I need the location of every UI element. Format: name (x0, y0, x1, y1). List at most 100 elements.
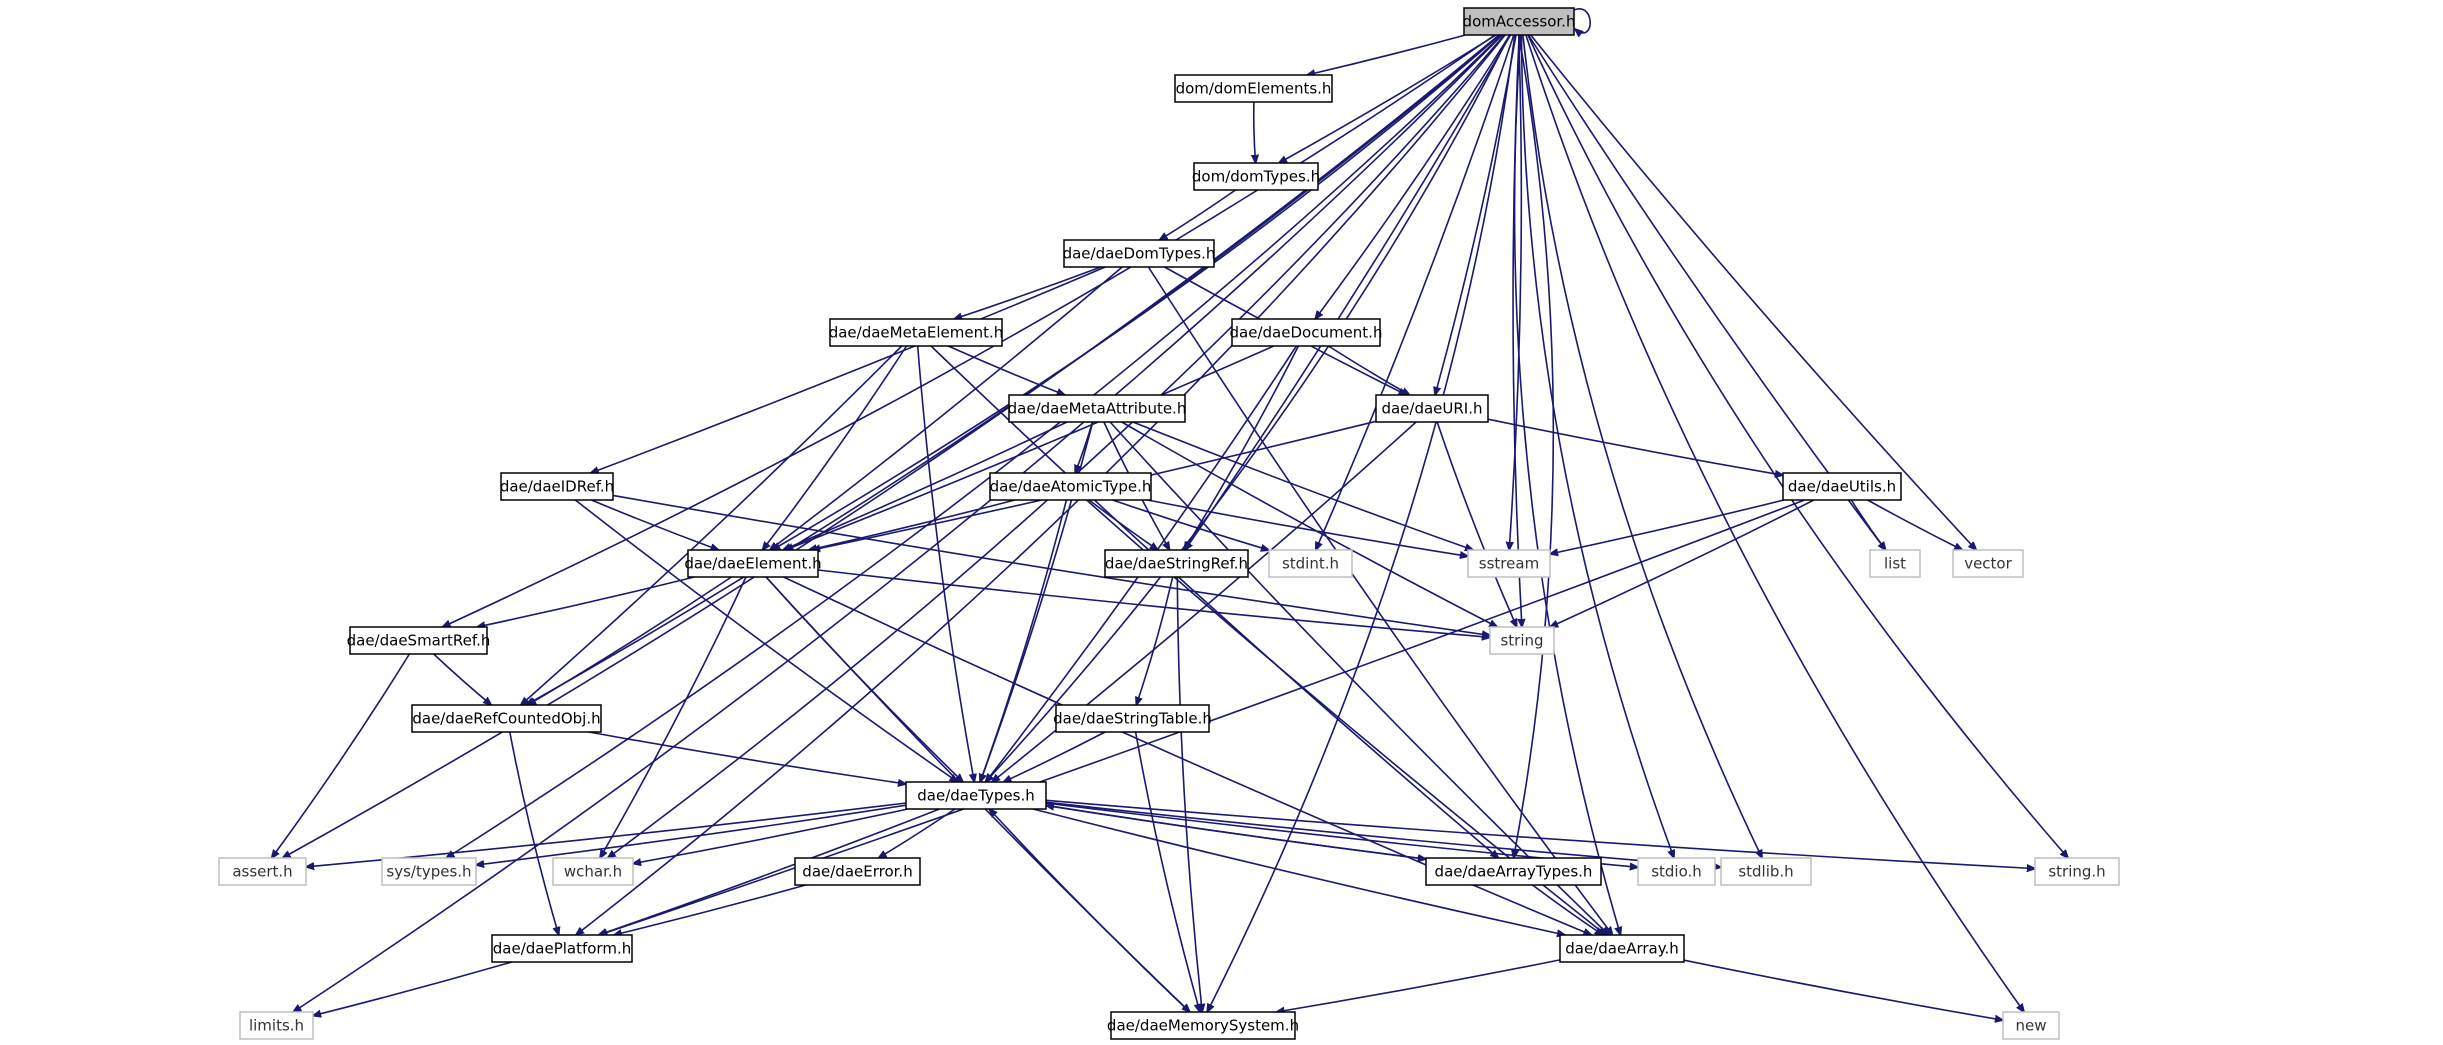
edge-line (1550, 499, 1815, 627)
node-label: assert.h (232, 863, 292, 881)
node-stdint[interactable]: stdint.h (1268, 549, 1353, 578)
node-daeDocument[interactable]: dae/daeDocument.h (1230, 318, 1383, 347)
edge-line (1522, 34, 1762, 858)
edge-daeDomTypes-to-daeElement (770, 266, 1123, 550)
edge-line (1147, 499, 1468, 556)
node-label: list (1884, 555, 1906, 573)
edge-domAccessor-to-daeTypes (986, 34, 1511, 782)
node-box (829, 318, 1003, 347)
edge-daeDomTypes-to-daeIDRef (591, 266, 1106, 473)
node-daeMetaElement[interactable]: dae/daeMetaElement.h (829, 318, 1004, 347)
node-domAccessor[interactable]: domAccessor.h (1463, 7, 1576, 36)
edge-daeDomTypes-to-daeMetaElement (954, 266, 1102, 319)
node-daeElement[interactable]: dae/daeElement.h (684, 549, 822, 578)
edge-line (916, 345, 975, 782)
edge-line (1184, 345, 1300, 550)
node-daeArrayTypes[interactable]: dae/daeArrayTypes.h (1425, 857, 1602, 886)
edge-line (954, 266, 1102, 319)
node-daePlatform[interactable]: dae/daePlatform.h (491, 934, 633, 963)
node-string[interactable]: string (1489, 626, 1555, 655)
edge-line (1315, 34, 1511, 319)
node-daeMemorySystem[interactable]: dae/daeMemorySystem.h (1107, 1011, 1299, 1040)
node-box (1104, 549, 1249, 578)
node-daeUtils[interactable]: dae/daeUtils.h (1782, 472, 1902, 501)
node-daeMetaAttribute[interactable]: dae/daeMetaAttribute.h (1008, 394, 1187, 423)
node-daeStringTable[interactable]: dae/daeStringTable.h (1053, 704, 1212, 733)
edge-line (1487, 418, 1783, 475)
edge-line (313, 961, 513, 1016)
edge-line (1550, 499, 1784, 554)
node-domElements[interactable]: dom/domElements.h (1174, 74, 1333, 103)
node-vector[interactable]: vector (1952, 549, 2024, 578)
edge-line (1277, 959, 1561, 1012)
edge-domElements-to-domTypes (1254, 101, 1256, 163)
node-daeIDRef[interactable]: dae/daeIDRef.h (500, 472, 614, 501)
node-label: string (1500, 632, 1543, 650)
edge-domAccessor-to-limits (293, 34, 1503, 1012)
node-box (1063, 239, 1215, 268)
node-list[interactable]: list (1869, 549, 1921, 578)
node-daeStringRef[interactable]: dae/daeStringRef.h (1104, 549, 1249, 578)
node-daeTypes[interactable]: dae/daeTypes.h (905, 781, 1047, 810)
edge-daeTypes-to-stdlib (1045, 801, 1721, 867)
node-box (905, 781, 1047, 810)
node-sstream[interactable]: sstream (1467, 549, 1551, 578)
node-stdlib[interactable]: stdlib.h (1720, 857, 1812, 886)
node-label: dae/daeIDRef.h (500, 478, 614, 496)
edge-line (1850, 499, 1885, 550)
edge-line (1683, 959, 2003, 1020)
node-daeSmartRef[interactable]: dae/daeSmartRef.h (347, 626, 491, 655)
edge-daeTypes-to-wchar (633, 808, 909, 864)
edge-line (770, 266, 1123, 550)
node-limits[interactable]: limits.h (239, 1011, 314, 1040)
edge-line (283, 34, 1500, 858)
edge-line (765, 576, 963, 782)
node-box (1375, 394, 1489, 423)
edge-line (588, 731, 906, 784)
node-label: wchar.h (564, 863, 622, 881)
edge-line (809, 499, 1016, 550)
edge-daeTypes-to-stringh (1045, 799, 2035, 868)
edge-line (1514, 34, 1555, 858)
node-box (2002, 1011, 2060, 1040)
edge-line (1525, 34, 2024, 1012)
node-label: dae/daeStringTable.h (1053, 710, 1212, 728)
edge-line (785, 345, 1275, 550)
node-stringh[interactable]: string.h (2034, 857, 2120, 886)
node-domTypes[interactable]: dom/domTypes.h (1192, 162, 1320, 191)
edge-domAccessor-to-stringh (1527, 34, 2068, 858)
node-daeArray[interactable]: dae/daeArray.h (1559, 934, 1685, 963)
edge-line (1112, 499, 1269, 550)
edge-daeMetaElement-to-daeArrayTypes (930, 345, 1499, 858)
edge-line (1136, 576, 1174, 705)
edge-line (446, 34, 1503, 858)
node-wchar[interactable]: wchar.h (552, 857, 634, 886)
edge-daeURI-to-daeTypes (992, 421, 1417, 782)
edge-domAccessor-to-daeMemorySystem (1207, 34, 1516, 1012)
edge-daeAtomicType-to-daeTypes (980, 499, 1068, 782)
node-box (218, 857, 307, 886)
node-daeAtomicType[interactable]: dae/daeAtomicType.h (989, 472, 1152, 501)
edge-domAccessor-to-daeArrayTypes (1514, 34, 1555, 858)
node-box (349, 626, 488, 655)
node-daeRefCountedObj[interactable]: dae/daeRefCountedObj.h (411, 704, 602, 733)
node-assert[interactable]: assert.h (218, 857, 307, 886)
edge-daeTypes-to-systypes (476, 804, 907, 865)
node-systypes[interactable]: sys/types.h (381, 857, 477, 886)
node-daeDomTypes[interactable]: dae/daeDomTypes.h (1063, 239, 1216, 268)
edge-line (772, 34, 1501, 550)
edge-line (433, 653, 492, 705)
node-label: dae/daeTypes.h (917, 787, 1034, 805)
edge-line (1436, 421, 1517, 627)
edge-line (599, 808, 940, 935)
node-box (1559, 934, 1685, 963)
node-box (381, 857, 477, 886)
node-stdio[interactable]: stdio.h (1637, 857, 1716, 886)
node-box (989, 472, 1152, 501)
node-new[interactable]: new (2002, 1011, 2060, 1040)
node-daeURI[interactable]: dae/daeURI.h (1375, 394, 1489, 423)
edge-line (526, 34, 1500, 705)
node-daeError[interactable]: dae/daeError.h (794, 857, 921, 886)
edge-line (612, 494, 1490, 635)
node-box (1467, 549, 1551, 578)
